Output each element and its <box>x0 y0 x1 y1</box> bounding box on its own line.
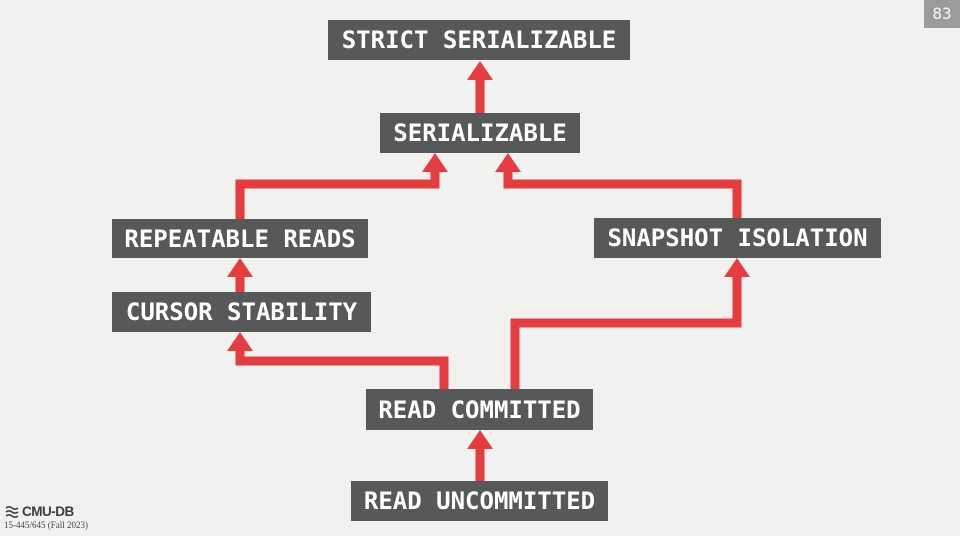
cmu-db-logo-text: CMU-DB <box>22 504 74 519</box>
arrow-serializable-to-strict-serializable <box>467 61 493 114</box>
node-snapshot-isolation: SNAPSHOT ISOLATION <box>594 218 881 258</box>
cmu-db-logo: CMU-DB <box>4 504 88 519</box>
arrow-cursor-stability-to-repeatable-reads <box>227 258 253 293</box>
arrow-repeatable-reads-to-serializable <box>235 153 448 220</box>
node-cursor-stability: CURSOR STABILITY <box>112 292 371 332</box>
node-read-committed: READ COMMITTED <box>366 389 593 430</box>
arrow-read-uncommitted-to-read-committed <box>467 430 493 482</box>
node-read-uncommitted: READ UNCOMMITTED <box>351 481 608 521</box>
arrow-read-committed-to-cursor-stability <box>227 332 449 390</box>
arrow-snapshot-isolation-to-serializable <box>495 153 742 219</box>
database-icon <box>5 505 19 518</box>
arrow-read-committed-to-snapshot-isolation <box>510 258 750 390</box>
footer: CMU-DB 15-445/645 (Fall 2023) <box>4 504 88 530</box>
course-label: 15-445/645 (Fall 2023) <box>4 520 88 530</box>
node-strict-serializable: STRICT SERIALIZABLE <box>328 20 630 60</box>
node-repeatable-reads: REPEATABLE READS <box>112 219 368 258</box>
node-serializable: SERIALIZABLE <box>380 113 580 153</box>
page-number-badge: 83 <box>924 0 960 28</box>
